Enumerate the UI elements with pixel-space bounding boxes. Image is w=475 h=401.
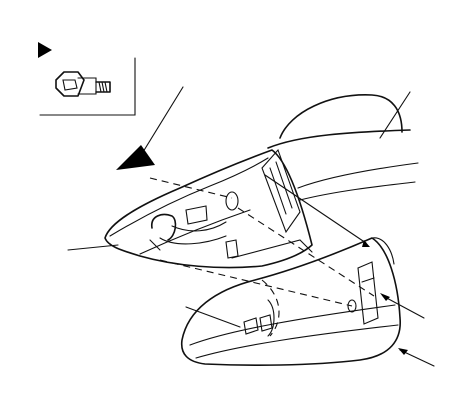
pointer-arrow <box>116 86 184 170</box>
connector <box>225 239 239 259</box>
flange-bolt-icon <box>55 71 111 97</box>
alignment-lines <box>149 177 375 337</box>
retaining-clip <box>243 317 259 335</box>
socket-tab <box>185 205 208 225</box>
triangle-pointer-icon <box>116 145 155 170</box>
retaining-clip <box>357 261 379 325</box>
legend-frame <box>39 57 136 116</box>
socket-details <box>149 191 239 259</box>
main-housing <box>67 148 313 269</box>
triangle-pointer-icon <box>38 42 52 58</box>
lens-cover <box>180 237 401 366</box>
fastener-legend <box>38 42 136 116</box>
body-outline <box>267 91 419 201</box>
mounting-hole <box>225 191 239 211</box>
leader-lines <box>185 174 435 367</box>
